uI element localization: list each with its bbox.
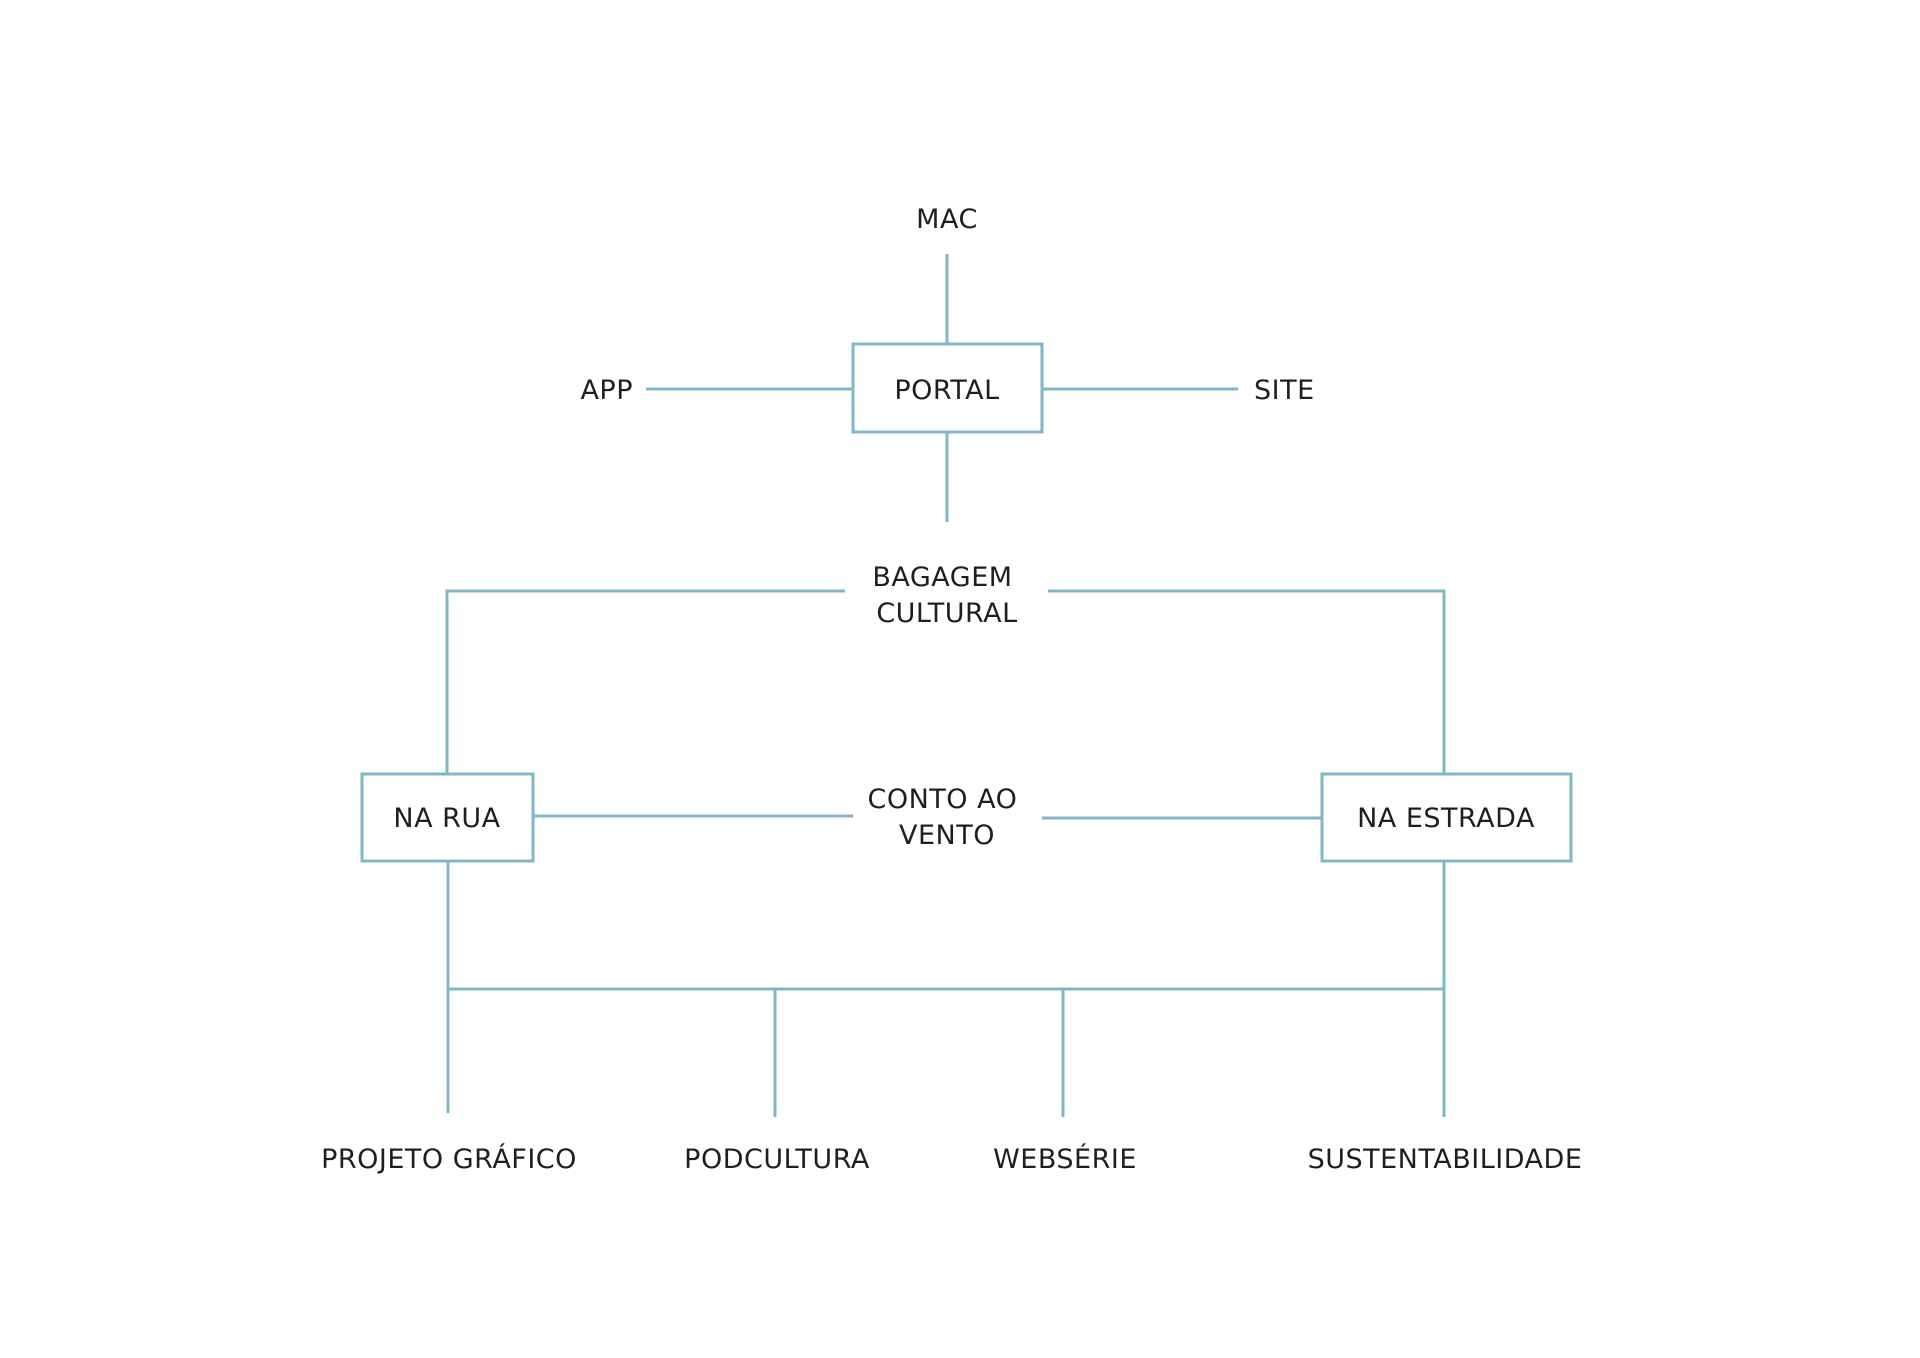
- label-mac: MAC: [916, 204, 978, 235]
- connector-bagagem-na-estrada: [1048, 589, 1446, 774]
- na-estrada-box: [1320, 772, 1573, 863]
- na-rua-box: [360, 772, 535, 863]
- label-conto-ao-vento: CONTO AO VENTO: [868, 784, 1027, 851]
- label-webserie: WEBSÉRIE: [993, 1143, 1137, 1175]
- label-na-estrada: NA ESTRADA: [1357, 803, 1535, 834]
- label-bagagem-cultural: BAGAGEM CULTURAL: [872, 562, 1021, 629]
- label-site: SITE: [1254, 375, 1315, 406]
- connector-bagagem-na-rua: [445, 589, 845, 774]
- label-projeto-grafico: PROJETO GRÁFICO: [321, 1143, 577, 1175]
- label-conto-line-2: VENTO: [899, 820, 995, 851]
- portal-box: [851, 342, 1044, 434]
- label-na-rua: NA RUA: [393, 803, 500, 834]
- label-conto-line-1: CONTO AO: [868, 784, 1018, 815]
- label-portal: PORTAL: [894, 375, 999, 406]
- label-bagagem-line-2: CULTURAL: [876, 598, 1017, 629]
- label-podcultura: PODCULTURA: [684, 1144, 870, 1175]
- label-app: APP: [580, 375, 633, 406]
- label-sustentabilidade: SUSTENTABILIDADE: [1308, 1144, 1583, 1175]
- label-bagagem-line-1: BAGAGEM: [872, 562, 1012, 593]
